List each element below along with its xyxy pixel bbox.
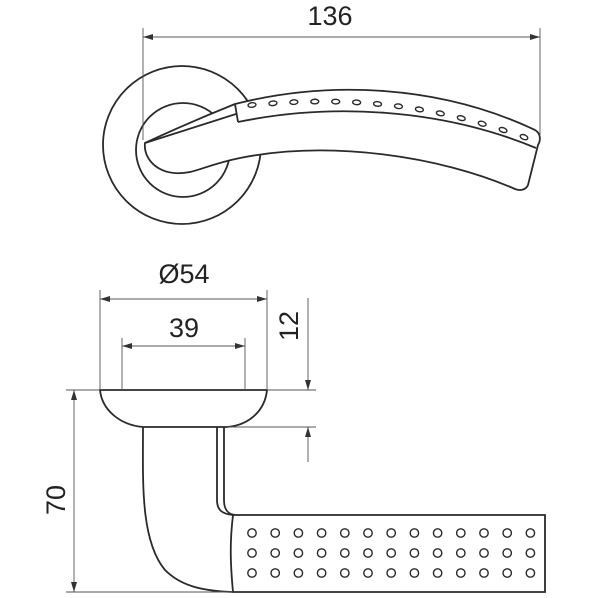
grip-dot — [316, 568, 327, 578]
top-dot — [310, 98, 320, 105]
neck-inner-a — [216, 427, 234, 516]
dimension-label-136: 136 — [307, 1, 352, 31]
dimension-diameter-54: Ø54 — [99, 259, 268, 390]
neck-outer — [141, 426, 234, 593]
top-dot — [393, 103, 404, 110]
grip-dot — [270, 568, 281, 578]
grip-dots — [247, 528, 536, 578]
grip-dot — [293, 528, 304, 538]
grip-dot — [455, 568, 466, 578]
top-dot — [498, 126, 508, 134]
top-dot — [435, 110, 445, 117]
lever-top-outline — [144, 88, 541, 191]
grip-dot — [479, 528, 489, 538]
grip-dot — [409, 528, 420, 538]
rose-side — [99, 389, 268, 428]
grip-dot — [386, 528, 397, 538]
dimension-label-70: 70 — [41, 485, 71, 515]
lever-insert-line — [237, 110, 537, 149]
dimension-label-39: 39 — [169, 313, 199, 343]
grip-dot — [339, 528, 350, 538]
grip-dot — [270, 548, 281, 558]
top-dot — [289, 99, 299, 106]
grip-dot — [247, 548, 257, 558]
grip-dot — [432, 528, 443, 538]
lever-inner-edge — [144, 113, 237, 144]
top-dot — [456, 114, 466, 122]
top-dot — [372, 100, 383, 107]
grip-dot — [455, 548, 466, 558]
lever-grip — [229, 514, 546, 593]
neck-inner-b — [223, 427, 236, 516]
grip-dot — [339, 548, 350, 558]
side-view — [99, 389, 546, 593]
top-dots — [247, 98, 529, 141]
grip-dot — [479, 568, 489, 578]
top-dot — [519, 133, 529, 141]
dimension-label-12: 12 — [274, 311, 304, 341]
top-dot — [351, 99, 362, 106]
dimension-136: 136 — [142, 1, 541, 140]
grip-dot — [270, 528, 281, 538]
grip-dot — [386, 568, 397, 578]
dimension-12: 12 — [227, 298, 316, 462]
grip-dot — [409, 568, 420, 578]
grip-dot — [502, 548, 513, 558]
top-dot — [268, 100, 278, 107]
grip-dot — [363, 568, 373, 578]
grip-dot — [293, 568, 304, 578]
top-dot — [477, 120, 487, 127]
grip-dot — [339, 568, 350, 578]
dimension-70: 70 — [41, 389, 233, 593]
grip-dot — [432, 568, 443, 578]
grip-dot — [247, 528, 257, 538]
top-dot — [330, 98, 341, 105]
grip-dot — [247, 568, 257, 578]
grip-dot — [293, 548, 304, 558]
grip-dot — [479, 548, 489, 558]
grip-dot — [432, 548, 443, 558]
grip-dot — [363, 528, 373, 538]
grip-dot — [525, 548, 536, 558]
lever-insert-start — [234, 103, 239, 123]
grip-dot — [363, 548, 373, 558]
dimension-label-54: Ø54 — [158, 259, 209, 289]
top-dot — [414, 106, 425, 113]
grip-dot — [409, 548, 420, 558]
top-dot — [247, 101, 257, 109]
grip-dot — [386, 548, 397, 558]
grip-dot — [525, 528, 536, 538]
grip-dot — [502, 528, 513, 538]
grip-dot — [525, 568, 536, 578]
top-view — [102, 65, 541, 225]
grip-dot — [502, 568, 513, 578]
dimension-39: 39 — [121, 313, 246, 390]
grip-dot — [316, 548, 327, 558]
grip-dot — [455, 528, 466, 538]
grip-dot — [316, 528, 327, 538]
